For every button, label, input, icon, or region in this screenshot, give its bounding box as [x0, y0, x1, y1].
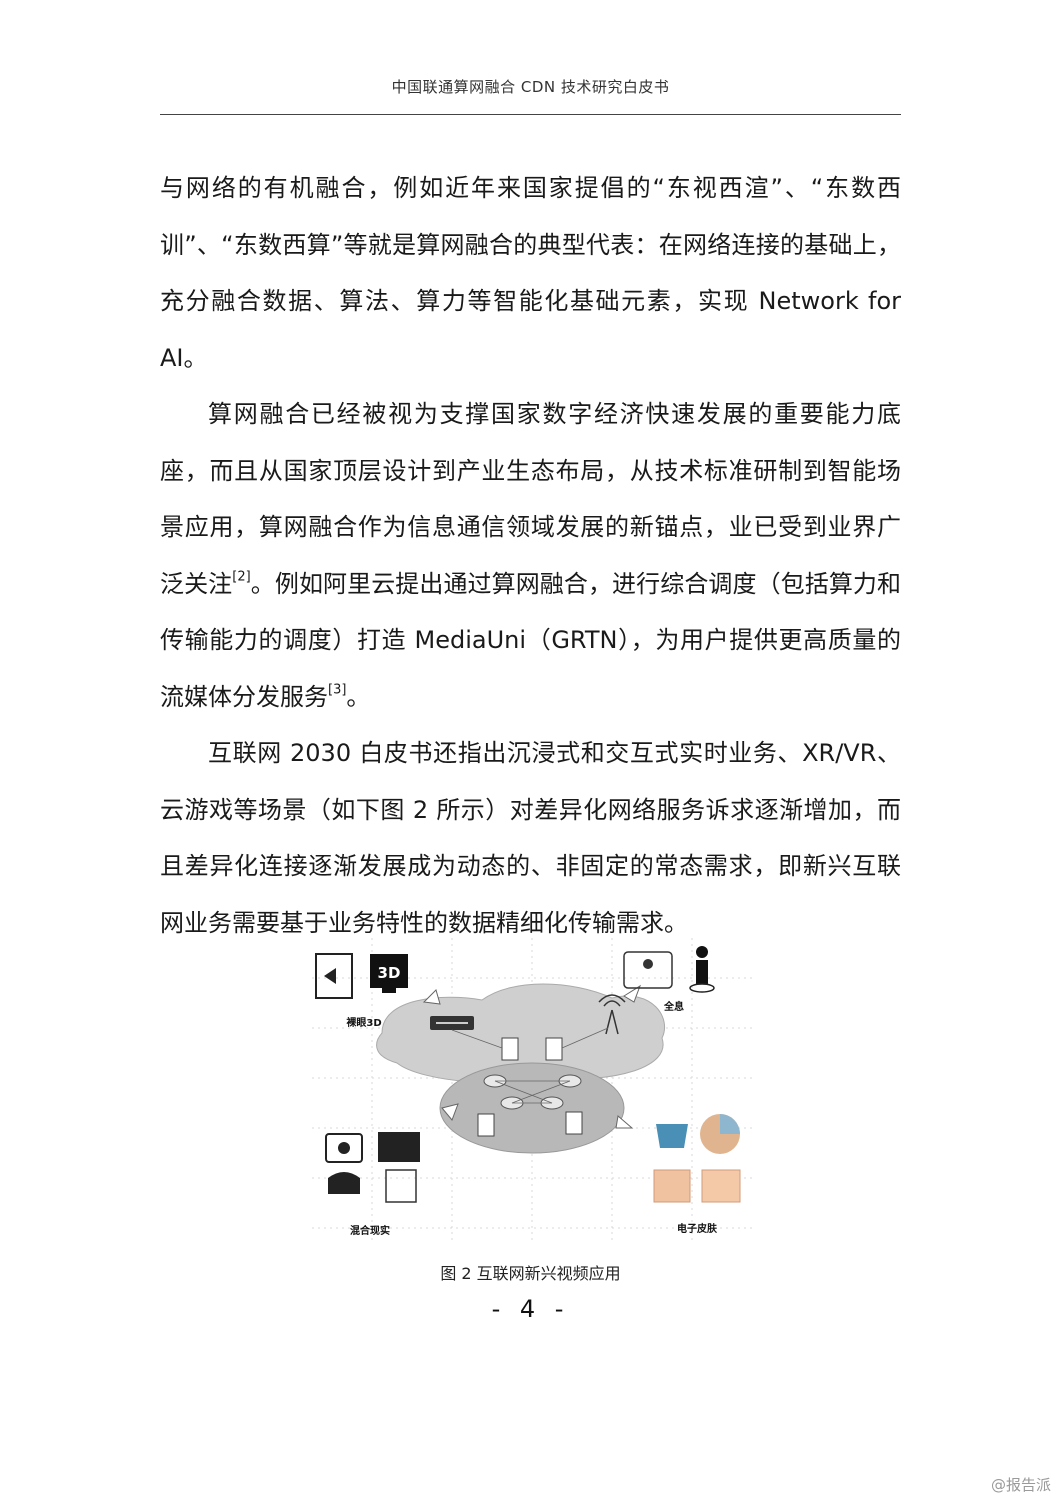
naked-eye-3d-group: 3D 裸眼3D	[315, 953, 408, 1029]
figure-emerging-video-apps: 3D 裸眼3D 全息 混合现实 电子皮肤	[312, 938, 752, 1240]
upper-network-cloud	[376, 983, 665, 1084]
paragraph-1: 与网络的有机融合，例如近年来国家提倡的“东视西渲”、“东数西训”、“东数西算”等…	[160, 174, 901, 372]
figure-illustration: 3D 裸眼3D 全息 混合现实 电子皮肤	[312, 938, 752, 1240]
direction-arrows	[422, 984, 641, 1129]
watermark: @报告派	[990, 1476, 1051, 1494]
hologram-group: 全息	[623, 946, 715, 1013]
robot-hand-icon	[656, 1124, 688, 1148]
hand-hologram-icon	[378, 1132, 420, 1162]
figure-caption: 图 2 互联网新兴视频应用	[440, 1264, 621, 1283]
server-icons	[477, 1037, 583, 1137]
hologram-label: 全息	[663, 1000, 684, 1013]
router-icon	[430, 1016, 474, 1030]
paragraph-2-text-b: 。例如阿里云提出通过算网融合，进行综合调度（包括算力和传输能力的调度）打造 Me…	[160, 569, 902, 711]
tablet-icon	[385, 1169, 417, 1203]
monitor-3d-label: 3D	[378, 964, 401, 982]
eye-scan-icon	[325, 1133, 363, 1163]
skin-layer-icon-2	[701, 1169, 741, 1203]
e-skin-label: 电子皮肤	[677, 1222, 718, 1235]
arrow-bottom-left	[441, 1103, 459, 1121]
running-header: 中国联通算网融合 CDN 技术研究白皮书	[391, 78, 670, 96]
body-text: 与网络的有机融合，例如近年来国家提倡的“东视西渲”、“东数西训”、“东数西算”等…	[160, 160, 901, 951]
paragraph-3: 互联网 2030 白皮书还指出沉浸式和交互式实时业务、XR/VR、云游戏等场景（…	[160, 739, 901, 937]
arrow-bottom-right	[615, 1115, 634, 1129]
antenna-icon	[598, 994, 626, 1035]
citation-3: [3]	[328, 681, 347, 697]
monitor-3d-icon	[370, 954, 408, 988]
paragraph-2-text-a: 算网融合已经被视为支撑国家数字经济快速发展的重要能力底座，而且从国家顶层设计到产…	[160, 400, 901, 598]
e-skin-group: 电子皮肤	[653, 1114, 741, 1235]
hologram-stage-icon	[623, 951, 673, 989]
lower-network-cloud	[439, 1062, 625, 1154]
network-links	[451, 1027, 609, 1104]
eye-frame-icon	[315, 953, 353, 999]
person-icon	[696, 946, 708, 958]
mixed-reality-label: 混合现实	[350, 1224, 390, 1237]
paragraph-2-text-c: 。	[346, 682, 371, 711]
arrow-top-right	[623, 984, 641, 1003]
arrow-top-left	[422, 989, 441, 1005]
skin-layer-icon-1	[653, 1169, 691, 1203]
mixed-reality-group: 混合现实	[325, 1132, 420, 1237]
page-number: - 4 -	[491, 1295, 570, 1323]
vr-headset-icon	[328, 1172, 360, 1194]
paragraph-2: 算网融合已经被视为支撑国家数字经济快速发展的重要能力底座，而且从国家顶层设计到产…	[160, 386, 901, 725]
naked-eye-3d-label: 裸眼3D	[346, 1016, 381, 1029]
header-rule	[160, 114, 901, 115]
citation-2: [2]	[232, 568, 251, 584]
